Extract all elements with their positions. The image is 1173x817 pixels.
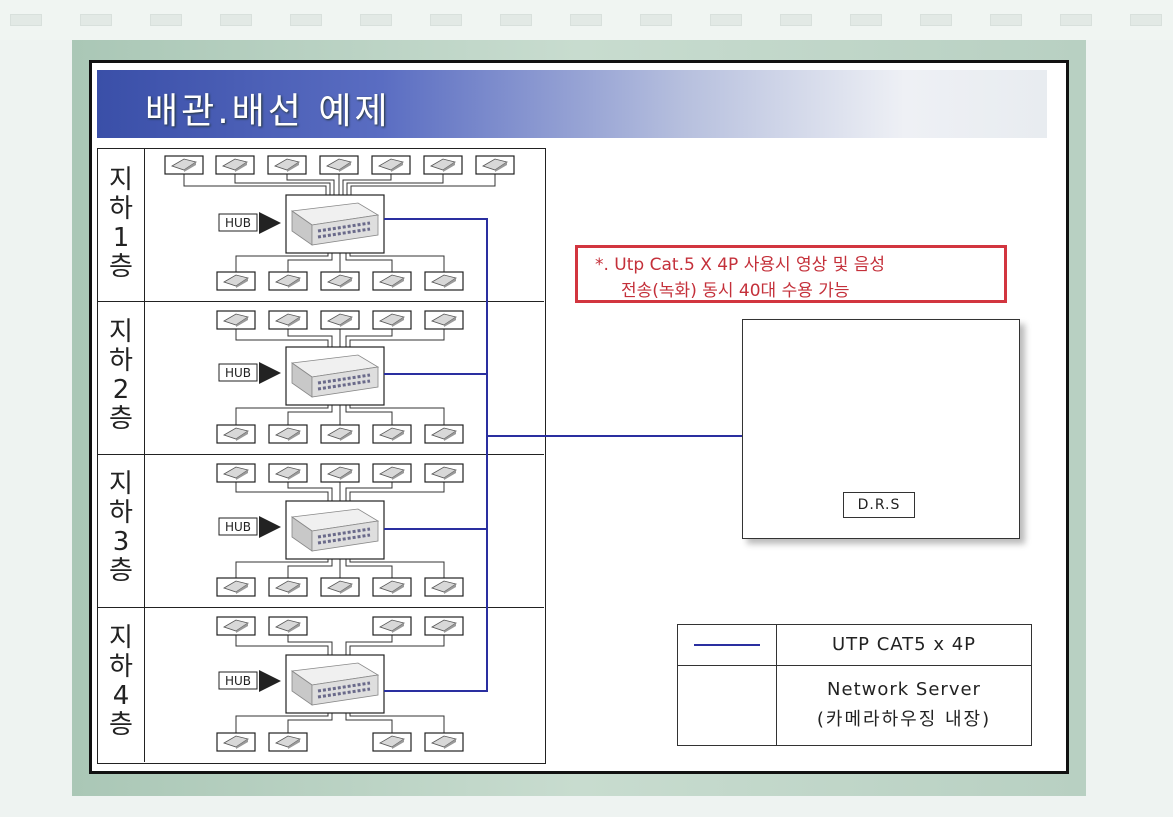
camera-icon — [215, 155, 255, 175]
top-strip — [0, 0, 1173, 40]
legend-cable-label: UTP CAT5 x 4P — [831, 634, 977, 655]
hub-label: HUB — [225, 520, 251, 534]
camera-icon — [475, 155, 515, 175]
camera-icon — [268, 616, 308, 636]
camera-icon — [216, 271, 256, 291]
camera-icon — [216, 577, 256, 597]
camera-icon — [268, 424, 308, 444]
camera-icon — [268, 577, 308, 597]
legend-divider — [776, 625, 777, 745]
camera-icon — [424, 577, 464, 597]
hub-label: HUB — [225, 674, 251, 688]
camera-icon — [423, 155, 463, 175]
camera-icon — [424, 616, 464, 636]
camera-icon — [268, 310, 308, 330]
drs-label: D.R.S — [843, 492, 915, 518]
hub-icon — [284, 499, 386, 561]
utp-backbone — [384, 218, 742, 692]
camera-icon — [320, 310, 360, 330]
camera-icon — [372, 463, 412, 483]
hub-icon — [284, 345, 386, 407]
camera-icon — [372, 271, 412, 291]
camera-icon — [372, 577, 412, 597]
camera-icon — [424, 424, 464, 444]
camera-icon — [216, 424, 256, 444]
floor-column-divider — [144, 148, 145, 762]
floor-row-b2 — [97, 302, 544, 455]
legend-server-label: Network Server — [827, 679, 981, 700]
camera-icon — [216, 463, 256, 483]
camera-icon — [372, 310, 412, 330]
hub-icon — [284, 653, 386, 715]
note-line-1: *. Utp Cat.5 X 4P 사용시 영상 및 음성 — [595, 255, 886, 275]
hub-label: HUB — [225, 366, 251, 380]
camera-icon — [164, 155, 204, 175]
hub-icon — [284, 193, 386, 255]
legend-table: UTP CAT5 x 4P Network Server (카메라하우징 내장) — [677, 624, 1032, 746]
camera-icon — [372, 616, 412, 636]
camera-icon — [216, 732, 256, 752]
note-callout: *. Utp Cat.5 X 4P 사용시 영상 및 음성 전송(녹화) 동시 … — [575, 245, 1007, 303]
camera-icon — [372, 732, 412, 752]
camera-icon — [216, 310, 256, 330]
camera-icon — [424, 463, 464, 483]
floor-row-b3 — [97, 455, 544, 608]
camera-icon — [320, 463, 360, 483]
camera-icon — [268, 463, 308, 483]
camera-icon — [268, 271, 308, 291]
floor-row-b1 — [97, 148, 544, 302]
camera-icon — [268, 732, 308, 752]
camera-icon — [320, 577, 360, 597]
camera-icon — [424, 732, 464, 752]
cable-line-sample — [694, 644, 760, 646]
title-band — [97, 70, 1047, 138]
camera-icon — [319, 155, 359, 175]
camera-icon — [320, 271, 360, 291]
camera-icon — [216, 616, 256, 636]
camera-icon — [424, 271, 464, 291]
legend-row-cable — [678, 625, 1031, 666]
note-line-2: 전송(녹화) 동시 40대 수용 가능 — [621, 281, 850, 301]
hub-label: HUB — [225, 216, 251, 230]
camera-icon — [320, 424, 360, 444]
camera-icon — [372, 424, 412, 444]
camera-icon — [424, 310, 464, 330]
page-title: 배관.배선 예제 — [145, 91, 391, 132]
camera-icon — [267, 155, 307, 175]
camera-icon — [371, 155, 411, 175]
legend-server-sublabel: (카메라하우징 내장) — [816, 709, 992, 730]
